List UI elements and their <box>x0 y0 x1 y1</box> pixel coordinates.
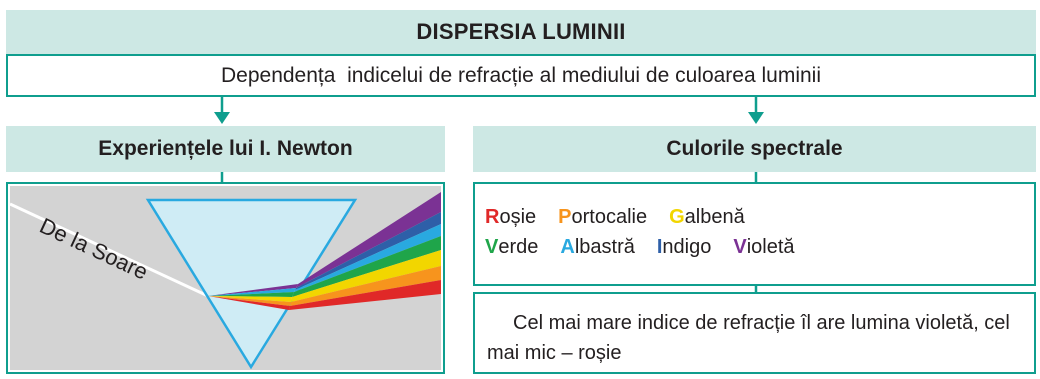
color-rest: lbastră <box>574 236 635 258</box>
color-rest: ioletă <box>746 236 795 258</box>
newton-header: Experiențele lui I. Newton <box>6 126 445 172</box>
newton-header-text: Experiențele lui I. Newton <box>98 137 353 160</box>
refraction-note-box: Cel mai mare indice de refracție îl are … <box>473 292 1036 374</box>
color-item-green: Verde <box>485 232 538 262</box>
spectrum-yellow <box>291 250 441 302</box>
arrow-down-left-icon <box>214 112 230 124</box>
color-rest: ndigo <box>662 236 712 258</box>
arrow-down-right-icon <box>748 112 764 124</box>
color-rest: albenă <box>684 206 745 228</box>
color-rest: erde <box>498 236 539 258</box>
color-initial: V <box>733 236 747 258</box>
color-initial: P <box>558 206 572 228</box>
subtitle-text: Dependența indicelui de refracție al med… <box>220 63 822 87</box>
spectrum-violet <box>296 192 441 288</box>
color-initial: G <box>669 206 685 228</box>
prism-illustration: De la Soare <box>6 182 445 374</box>
color-initial: I <box>656 236 663 258</box>
refraction-note-text: Cel mai mare indice de refracție îl are … <box>487 312 1010 364</box>
color-item-red: Roșie <box>485 202 536 232</box>
sunlight-beam <box>9 202 209 298</box>
spectral-header: Culorile spectrale <box>473 126 1036 172</box>
color-item-yellow: Galbenă <box>669 202 745 232</box>
spectrum-orange <box>290 266 441 306</box>
spectral-colors-box: Roșie Portocalie Galbenă Verde Albastră … <box>473 182 1036 286</box>
color-initial: R <box>485 206 500 228</box>
spectral-header-text: Culorile spectrale <box>666 137 843 160</box>
color-initial: A <box>560 236 575 258</box>
dispersion-inside-violet <box>208 284 298 296</box>
spectrum-red <box>289 280 441 310</box>
color-item-orange: Portocalie <box>558 202 647 232</box>
colors-row-2: Verde Albastră Indigo Violetă <box>485 232 1034 262</box>
page-title: DISPERSIA LUMINII <box>416 19 626 44</box>
dispersion-inside-yellow <box>208 296 292 302</box>
color-item-indigo: Indigo <box>657 232 712 262</box>
color-item-blue: Albastră <box>560 232 634 262</box>
prism-diagram: De la Soare <box>9 186 441 370</box>
dispersion-inside-red <box>208 296 290 310</box>
dispersion-inside-orange <box>208 296 291 306</box>
spectrum-blue <box>294 224 441 292</box>
color-item-violet: Violetă <box>733 232 794 262</box>
spectrum-green <box>292 236 441 297</box>
color-initial: V <box>485 236 499 258</box>
title-bar: DISPERSIA LUMINII <box>6 10 1036 54</box>
spectrum-indigo <box>295 212 441 290</box>
color-rest: oșie <box>499 206 537 228</box>
subtitle-box: Dependența indicelui de refracție al med… <box>6 54 1036 97</box>
dispersion-inside-green <box>208 292 294 297</box>
dispersion-inside-blue <box>208 288 296 296</box>
colors-row-1: Roșie Portocalie Galbenă <box>485 202 1034 232</box>
color-rest: ortocalie <box>571 206 648 228</box>
